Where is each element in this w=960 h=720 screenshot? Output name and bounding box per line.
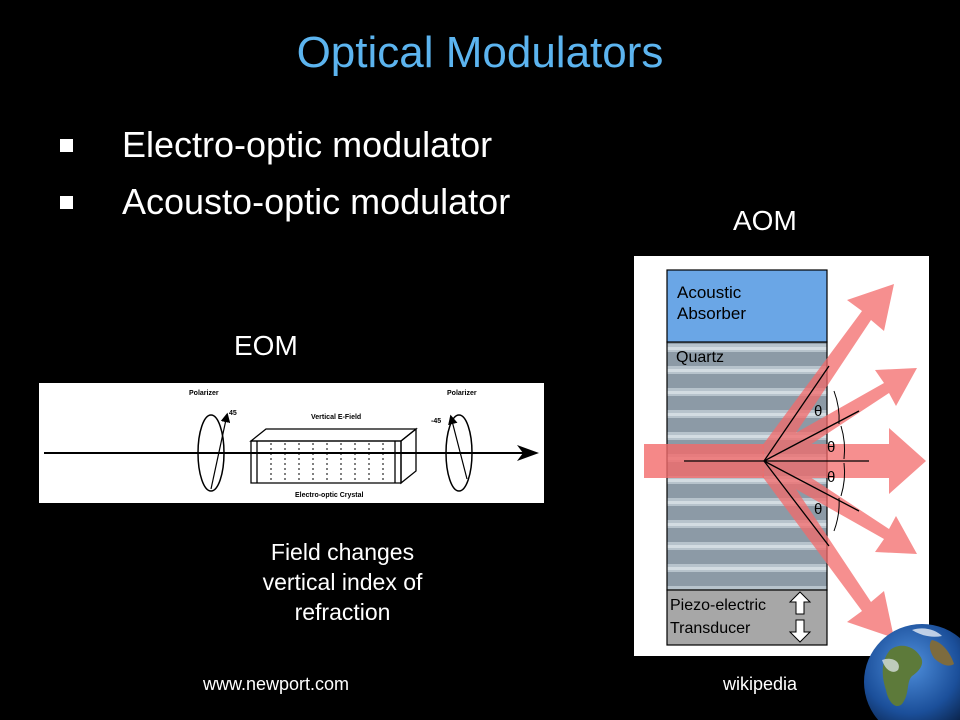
bullet-text: Electro-optic modulator	[122, 124, 493, 165]
theta-label: θ	[827, 439, 835, 456]
ray-lines	[684, 365, 869, 547]
source-wikipedia: wikipedia	[723, 674, 798, 694]
eom-diagram: Polarizer 45 Vertical E-Field Electro-op…	[39, 383, 544, 503]
beam-arrow-icon	[517, 445, 539, 461]
bullet-square-icon	[60, 139, 73, 152]
angle-left-label: 45	[229, 410, 237, 417]
polarizer-right-label: Polarizer	[447, 390, 477, 397]
theta-label: θ	[814, 501, 822, 518]
theta-label: θ	[814, 403, 822, 420]
transducer-label-2: Transducer	[670, 620, 751, 637]
angle-arcs	[833, 390, 846, 532]
aom-label: AOM	[733, 205, 797, 236]
aom-diagram: Acoustic Absorber Quartz Piezo-electric …	[634, 256, 929, 656]
angle-right-label: -45	[431, 418, 441, 425]
caption-line: vertical index of	[262, 569, 423, 595]
electro-optic-crystal	[249, 427, 418, 485]
quartz-label: Quartz	[676, 349, 724, 366]
crystal-label: Electro-optic Crystal	[295, 492, 364, 499]
transducer-label-1: Piezo-electric	[670, 597, 766, 614]
bullet-square-icon	[60, 196, 73, 209]
polarizer-right	[445, 414, 473, 492]
eom-label: EOM	[234, 330, 298, 361]
caption-line: Field changes	[270, 539, 415, 565]
bullet-text: Acousto-optic modulator	[122, 181, 511, 222]
eom-caption: Field changes vertical index of refracti…	[230, 537, 455, 627]
caption-line: refraction	[294, 599, 391, 625]
transducer-arrow-icon	[788, 591, 812, 643]
absorber-label-1: Acoustic	[677, 283, 742, 302]
absorber-label-2: Absorber	[677, 304, 746, 323]
source-newport: www.newport.com	[203, 674, 350, 694]
acoustic-absorber	[666, 269, 828, 343]
polarizer-left-label: Polarizer	[189, 390, 219, 397]
polarizer-left	[197, 414, 225, 492]
slide-title: Optical Modulators	[296, 28, 664, 77]
theta-label: θ	[827, 469, 835, 486]
earth-globe-icon	[864, 624, 960, 720]
field-lines	[270, 443, 384, 481]
vertical-field-label: Vertical E-Field	[311, 414, 361, 421]
